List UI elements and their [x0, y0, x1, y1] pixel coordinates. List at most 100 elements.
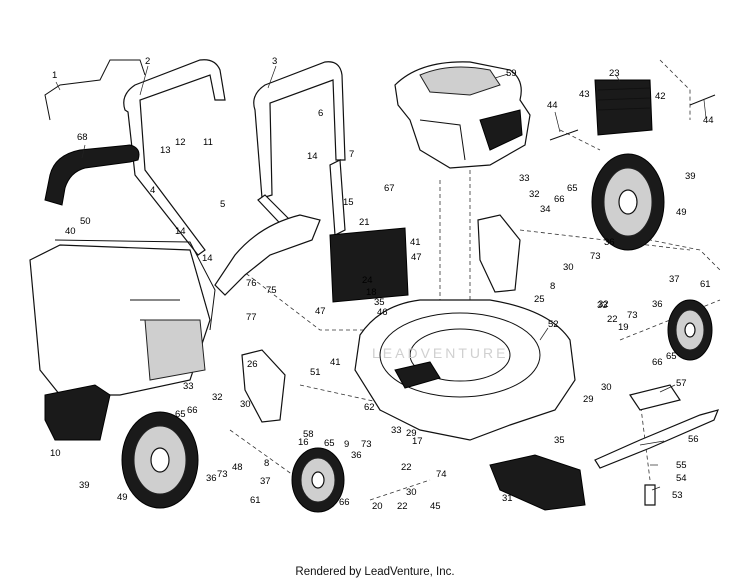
callout-30a: 30 — [563, 262, 574, 273]
handle-grip-part — [44, 144, 140, 206]
callout-8a: 8 — [550, 281, 555, 292]
callout-65d: 65 — [324, 438, 335, 449]
mower-deck-part — [354, 299, 576, 441]
callout-41b: 41 — [330, 357, 341, 368]
callout-43: 43 — [579, 89, 590, 100]
lower-handle-part — [123, 59, 226, 256]
callout-66b: 66 — [652, 357, 663, 368]
callout-33a: 33 — [519, 173, 530, 184]
watermark: LEADVENTURE — [372, 345, 508, 361]
callout-1: 1 — [52, 70, 57, 81]
callout-12: 12 — [175, 137, 186, 148]
parts-diagram: 1 2 3 4 5 6 7 8 8 9 10 11 12 13 14 14 14… — [29, 56, 721, 513]
callout-13: 13 — [160, 145, 171, 156]
callout-37b: 37 — [260, 476, 271, 487]
callout-21: 21 — [359, 217, 370, 228]
callout-47b: 47 — [315, 306, 326, 317]
callout-61a: 61 — [700, 279, 711, 290]
callout-31: 31 — [502, 493, 513, 504]
callout-52: 52 — [548, 319, 559, 330]
callout-7: 7 — [349, 149, 354, 160]
callout-32b: 32 — [212, 392, 223, 403]
callout-14a: 14 — [307, 151, 318, 162]
callout-19: 19 — [618, 322, 629, 333]
blade-adapter-part — [629, 384, 681, 411]
side-cover-part — [44, 384, 111, 441]
callout-29b: 29 — [406, 428, 417, 439]
callout-26: 26 — [247, 359, 258, 370]
callout-10: 10 — [50, 448, 61, 459]
front-wheel-left-part — [291, 447, 345, 513]
callout-49a: 49 — [676, 207, 687, 218]
callout-6: 6 — [318, 108, 323, 119]
discharge-baffle-part — [489, 454, 586, 511]
callout-58: 58 — [303, 429, 314, 440]
callout-76: 76 — [246, 278, 257, 289]
callout-30c: 30 — [240, 399, 251, 410]
callout-39b: 39 — [79, 480, 90, 491]
callout-33d: 33 — [391, 425, 402, 436]
callout-73a: 73 — [590, 251, 601, 262]
callout-23: 23 — [609, 68, 620, 79]
bolt-44-right — [689, 94, 716, 106]
blade-part — [594, 409, 720, 469]
callout-65a: 65 — [567, 183, 578, 194]
engine-part — [394, 61, 531, 169]
callout-4: 4 — [150, 185, 155, 196]
callout-68: 68 — [77, 132, 88, 143]
rear-wheel-left-part — [121, 411, 199, 509]
callout-11: 11 — [203, 137, 213, 148]
callout-30b: 30 — [601, 382, 612, 393]
callout-59: 59 — [506, 68, 517, 79]
callout-50: 50 — [80, 216, 91, 227]
chute-bracket-part — [214, 214, 321, 296]
callout-73d: 73 — [361, 439, 372, 450]
bolt-44-left — [549, 129, 579, 141]
leader-lines — [55, 65, 707, 491]
callout-54: 54 — [676, 473, 687, 484]
callout-41a: 41 — [410, 237, 421, 248]
callout-35b: 35 — [554, 435, 565, 446]
callout-73c: 73 — [217, 469, 228, 480]
callout-2: 2 — [145, 56, 150, 67]
callout-18: 18 — [366, 287, 377, 298]
rear-flap-ribs — [597, 87, 651, 111]
callout-32a: 32 — [529, 189, 540, 200]
callout-44a: 44 — [547, 100, 558, 111]
callout-74: 74 — [436, 469, 447, 480]
callout-36d: 36 — [351, 450, 362, 461]
callout-66c: 66 — [187, 405, 198, 416]
callout-51: 51 — [310, 367, 321, 378]
callout-25: 25 — [534, 294, 545, 305]
callout-66d: 66 — [339, 497, 350, 508]
callout-56: 56 — [688, 434, 699, 445]
callout-61b: 61 — [250, 495, 261, 506]
callout-49b: 49 — [117, 492, 128, 503]
callout-67: 67 — [384, 183, 395, 194]
wire-rod-part — [44, 59, 146, 121]
callout-5: 5 — [220, 199, 225, 210]
callout-53: 53 — [672, 490, 683, 501]
callout-34: 34 — [540, 204, 551, 215]
callout-36b: 36 — [652, 299, 663, 310]
callout-29a: 29 — [583, 394, 594, 405]
callout-47a: 47 — [411, 252, 422, 263]
callout-66a: 66 — [554, 194, 565, 205]
callout-14c: 14 — [202, 253, 213, 264]
footer-credit: Rendered by LeadVenture, Inc. — [295, 566, 455, 578]
callout-17: 17 — [412, 436, 423, 447]
callout-48: 48 — [232, 462, 243, 473]
callout-39a: 39 — [685, 171, 696, 182]
callout-labels: 1 2 3 4 5 6 7 8 8 9 10 11 12 13 14 14 14… — [50, 56, 714, 512]
callout-35a: 35 — [374, 297, 385, 308]
callout-36a: 36 — [604, 237, 615, 248]
callout-65b: 65 — [666, 351, 677, 362]
callout-32c: 32 — [598, 299, 609, 310]
callout-30d: 30 — [406, 487, 417, 498]
callout-20: 20 — [372, 501, 383, 512]
callout-73b: 73 — [627, 310, 638, 321]
upper-handle-part — [253, 61, 346, 199]
callout-75: 75 — [266, 285, 277, 296]
callout-62: 62 — [364, 402, 375, 413]
rear-flap-part — [594, 79, 653, 136]
